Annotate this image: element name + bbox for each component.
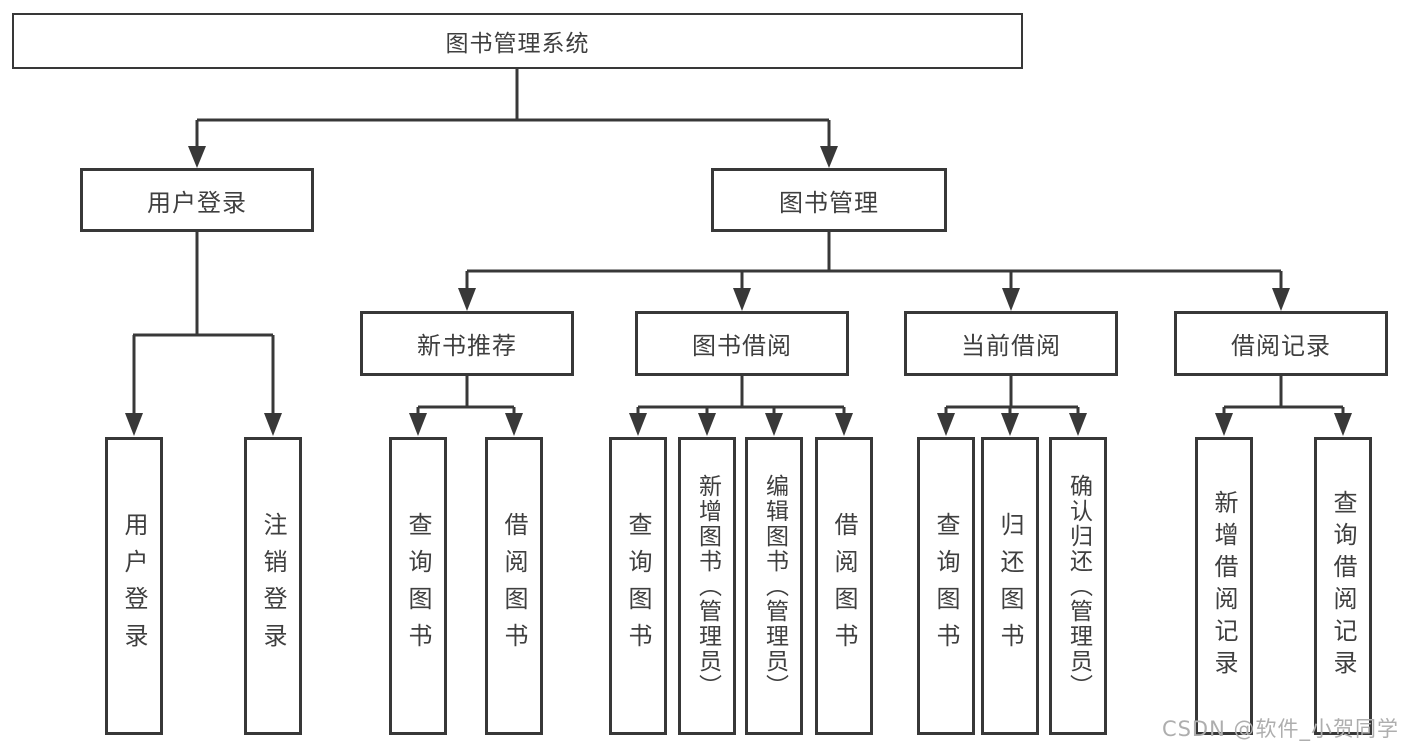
- node-new-book-recommend: 新书推荐: [360, 311, 574, 376]
- leaf-borrow-query-label: 查询图书: [624, 512, 652, 660]
- leaf-current-query: 查询图书: [917, 437, 975, 735]
- leaf-borrow-edit-admin-label: 编辑图书（管理员）: [761, 473, 788, 699]
- leaf-records-add: 新增借阅记录: [1195, 437, 1253, 735]
- leaf-borrow-query: 查询图书: [609, 437, 667, 735]
- leaf-borrow-add-admin-label: 新增图书（管理员）: [694, 473, 721, 699]
- node-book-borrow: 图书借阅: [635, 311, 849, 376]
- node-user-login: 用户登录: [80, 168, 314, 232]
- leaf-newbook-query-label: 查询图书: [404, 512, 432, 660]
- leaf-logout: 注销登录: [244, 437, 302, 735]
- connector-login-to-leaves: [125, 232, 282, 436]
- connector-records-to-leaves: [1215, 376, 1352, 436]
- leaf-borrow-borrow: 借阅图书: [815, 437, 873, 735]
- csdn-watermark: CSDN @软件_小贺同学: [1161, 717, 1399, 741]
- leaf-records-add-label: 新增借阅记录: [1210, 490, 1238, 682]
- leaf-current-return-label: 归还图书: [996, 512, 1024, 660]
- leaf-newbook-query: 查询图书: [389, 437, 447, 735]
- node-borrow-records: 借阅记录: [1174, 311, 1388, 376]
- leaf-borrow-borrow-label: 借阅图书: [830, 512, 858, 660]
- leaf-borrow-add-admin: 新增图书（管理员）: [678, 437, 736, 735]
- leaf-borrow-edit-admin: 编辑图书（管理员）: [745, 437, 803, 735]
- connector-borrow-to-leaves: [629, 376, 853, 436]
- connector-mgmt-to-modules: [458, 232, 1290, 311]
- leaf-records-query-label: 查询借阅记录: [1329, 490, 1357, 682]
- leaf-current-return: 归还图书: [981, 437, 1039, 735]
- connector-current-to-leaves: [937, 376, 1087, 436]
- connector-newbook-to-leaves: [409, 376, 523, 436]
- leaf-newbook-borrow: 借阅图书: [485, 437, 543, 735]
- node-book-management: 图书管理: [711, 168, 947, 232]
- node-current-borrow: 当前借阅: [904, 311, 1118, 376]
- leaf-records-query: 查询借阅记录: [1314, 437, 1372, 735]
- leaf-current-query-label: 查询图书: [932, 512, 960, 660]
- connector-root-to-level1: [188, 69, 838, 168]
- node-system-root: 图书管理系统: [12, 13, 1023, 69]
- leaf-current-confirm-admin: 确认归还（管理员）: [1049, 437, 1107, 735]
- leaf-user-login: 用户登录: [105, 437, 163, 735]
- leaf-logout-label: 注销登录: [259, 512, 287, 660]
- leaf-current-confirm-admin-label: 确认归还（管理员）: [1065, 473, 1092, 699]
- leaf-newbook-borrow-label: 借阅图书: [500, 512, 528, 660]
- leaf-user-login-label: 用户登录: [120, 512, 148, 660]
